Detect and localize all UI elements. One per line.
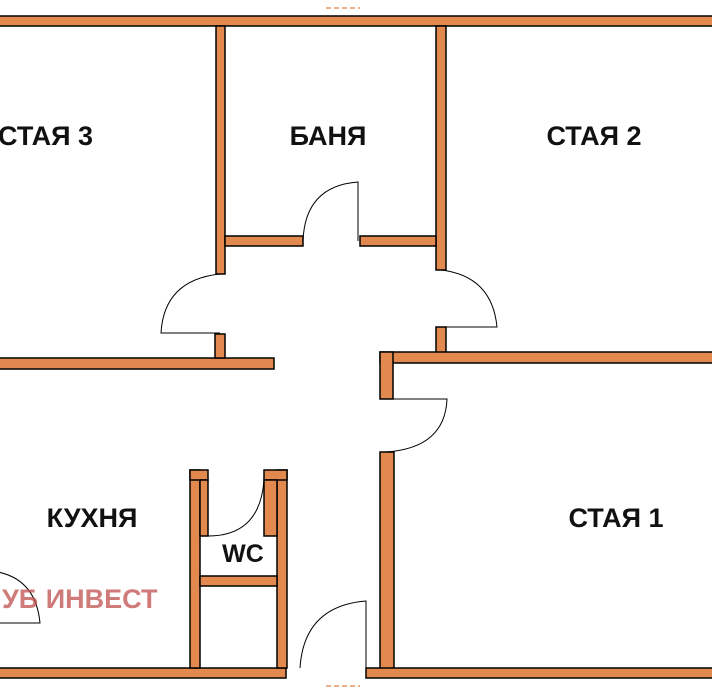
door-bathroom [302, 181, 359, 242]
door-room1 [385, 398, 448, 453]
walls [0, 15, 712, 679]
door-entrance [299, 600, 367, 669]
wall-stub-room3 [214, 333, 226, 359]
markers [326, 7, 360, 687]
labels: СТАЯ 3 БАНЯ СТАЯ 2 КУХНЯ WC СТАЯ 1 УБ ИН… [0, 121, 664, 614]
wall-top [0, 15, 712, 27]
room-label-room2: СТАЯ 2 [546, 121, 641, 151]
wall-bottom-right [365, 667, 712, 679]
wall-wc-jamb-right [263, 479, 278, 537]
room-label-bathroom: БАНЯ [290, 121, 367, 151]
wall-wc-divider [199, 575, 278, 587]
doors [0, 181, 498, 669]
wall-wc-left [189, 469, 201, 669]
room-label-room3: СТАЯ 3 [0, 121, 93, 151]
wall-wc-top-left [189, 469, 209, 481]
door-kitchen [0, 572, 41, 624]
door-room3 [160, 273, 221, 334]
room-label-room1: СТАЯ 1 [568, 503, 663, 533]
wall-wc-jamb-left [199, 479, 209, 537]
room-label-wc: WC [222, 540, 264, 568]
wall-bath-bottom-left [224, 235, 304, 247]
wall-bath-bottom-right [359, 235, 437, 247]
room-label-kitchen: КУХНЯ [47, 503, 138, 533]
wall-room1-left-upper [379, 351, 394, 400]
wall-wc-top-right [263, 469, 288, 481]
wall-bottom-left [0, 667, 287, 679]
wall-wc-right [276, 469, 288, 669]
wall-room1-left-lower [379, 451, 395, 675]
door-wc [207, 479, 265, 537]
wall-room3-bottom [0, 357, 275, 370]
door-room2 [440, 269, 498, 328]
wall-bath-left [215, 25, 226, 275]
wall-room1-top [379, 351, 712, 364]
wall-stub-room2 [435, 326, 447, 354]
wall-bath-right [435, 25, 447, 271]
watermark-text: УБ ИНВЕСТ [2, 584, 158, 614]
